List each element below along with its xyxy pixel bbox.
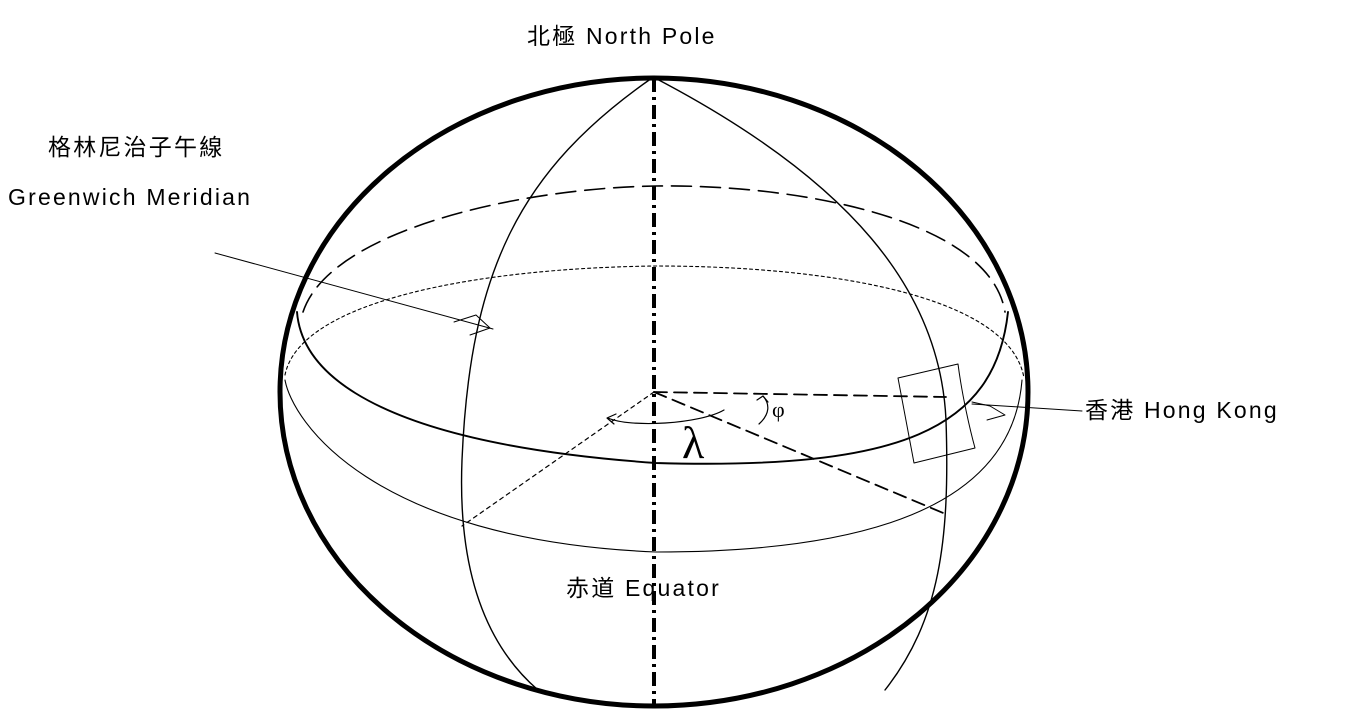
globe-outline [277,75,1031,709]
equator-label: 赤道 Equator [566,575,721,601]
radius-latitude-line [653,391,947,398]
latitude-symbol: φ [772,397,785,422]
greenwich-leader-line [214,252,494,330]
greenwich-meridian-label-chinese: 格林尼治子午線 [48,134,224,160]
north-pole-label: 北極 North Pole [527,23,717,49]
hong-kong-meridian [654,77,948,691]
greenwich-radius-line [461,391,655,527]
greenwich-meridian-label-english: Greenwich Meridian [8,184,252,210]
longitude-angle-arc [607,409,725,425]
hong-kong-marker [971,401,1006,421]
longitude-symbol: λ [682,417,705,468]
equator-front [284,379,1023,553]
greenwich-meridian [460,77,653,691]
longitude-arc-arrow [606,413,617,425]
latitude-arc-arrow [756,395,769,403]
greenwich-marker [453,314,491,336]
equator-back [284,265,1025,379]
hong-kong-tangent-plane [897,363,976,464]
radius-equator-line [653,391,949,516]
hong-kong-label: 香港 Hong Kong [1085,397,1279,423]
